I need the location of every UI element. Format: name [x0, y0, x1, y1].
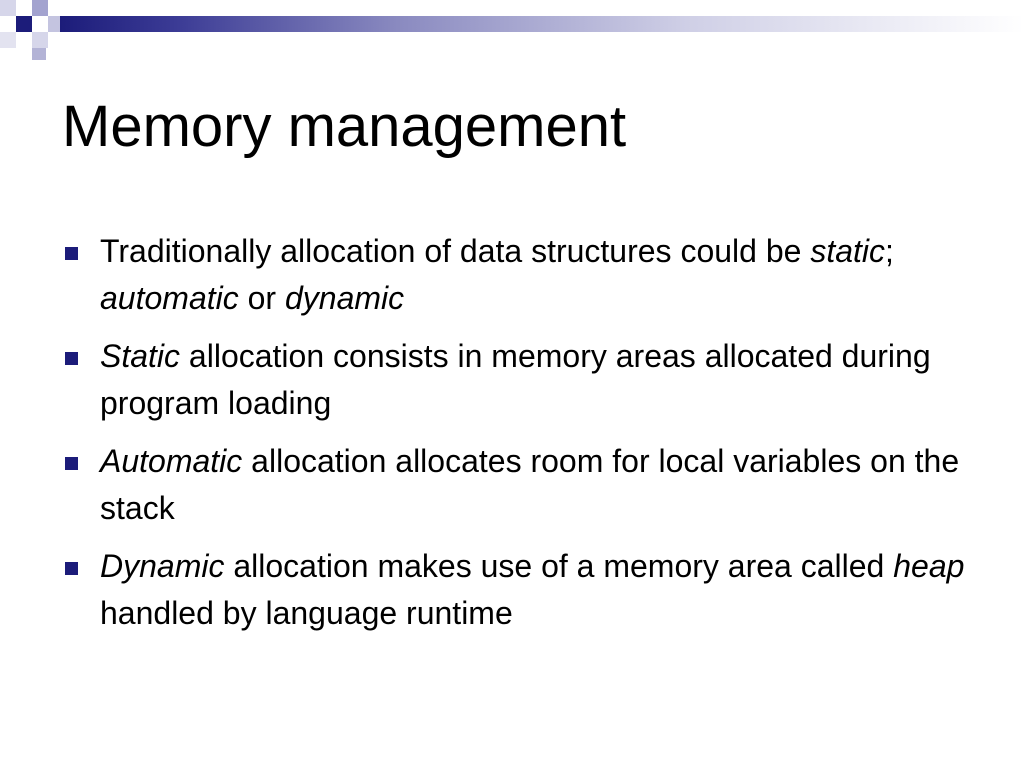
- bullet-text-segment: ;: [885, 233, 894, 269]
- bullet-text: Automatic allocation allocates room for …: [100, 443, 959, 526]
- square-bullet-icon: [65, 247, 78, 260]
- bullet-text-segment: or: [238, 280, 285, 316]
- bullet-emphasis: Static: [100, 338, 181, 374]
- header-square: [0, 16, 16, 32]
- bullet-emphasis: Automatic: [100, 443, 243, 479]
- bullet-text-segment: Traditionally allocation of data structu…: [100, 233, 811, 269]
- header-square: [48, 16, 60, 32]
- header-decoration: [0, 0, 1024, 64]
- bullet-emphasis: automatic: [100, 280, 239, 316]
- bullet-item: Dynamic allocation makes use of a memory…: [62, 543, 982, 637]
- bullet-emphasis: Dynamic: [100, 548, 225, 584]
- header-square: [32, 32, 48, 48]
- header-square: [16, 16, 32, 32]
- header-square: [32, 16, 48, 32]
- bullet-item: Static allocation consists in memory are…: [62, 333, 982, 427]
- header-square: [0, 0, 16, 16]
- header-square: [0, 32, 16, 48]
- bullet-text-segment: allocation makes use of a memory area ca…: [224, 548, 894, 584]
- bullet-list: Traditionally allocation of data structu…: [62, 228, 982, 648]
- bullet-text: Static allocation consists in memory are…: [100, 338, 931, 421]
- bullet-emphasis: dynamic: [284, 280, 405, 316]
- header-square: [16, 0, 32, 16]
- bullet-item: Traditionally allocation of data structu…: [62, 228, 982, 322]
- square-bullet-icon: [65, 562, 78, 575]
- bullet-text: Traditionally allocation of data structu…: [100, 233, 894, 316]
- bullet-emphasis: heap: [893, 548, 965, 584]
- bullet-text-segment: allocation allocates room for local vari…: [100, 443, 960, 526]
- bullet-item: Automatic allocation allocates room for …: [62, 438, 982, 532]
- header-square: [32, 48, 46, 60]
- header-square: [32, 0, 48, 16]
- header-square: [48, 0, 64, 16]
- bullet-emphasis: static: [810, 233, 885, 269]
- square-bullet-icon: [65, 457, 78, 470]
- header-square: [16, 32, 32, 48]
- slide-title: Memory management: [62, 94, 627, 159]
- square-bullet-icon: [65, 352, 78, 365]
- bullet-text-segment: handled by language runtime: [100, 595, 513, 631]
- bullet-text: Dynamic allocation makes use of a memory…: [100, 548, 964, 631]
- header-gradient-bar: [60, 16, 1024, 32]
- bullet-text-segment: allocation consists in memory areas allo…: [100, 338, 931, 421]
